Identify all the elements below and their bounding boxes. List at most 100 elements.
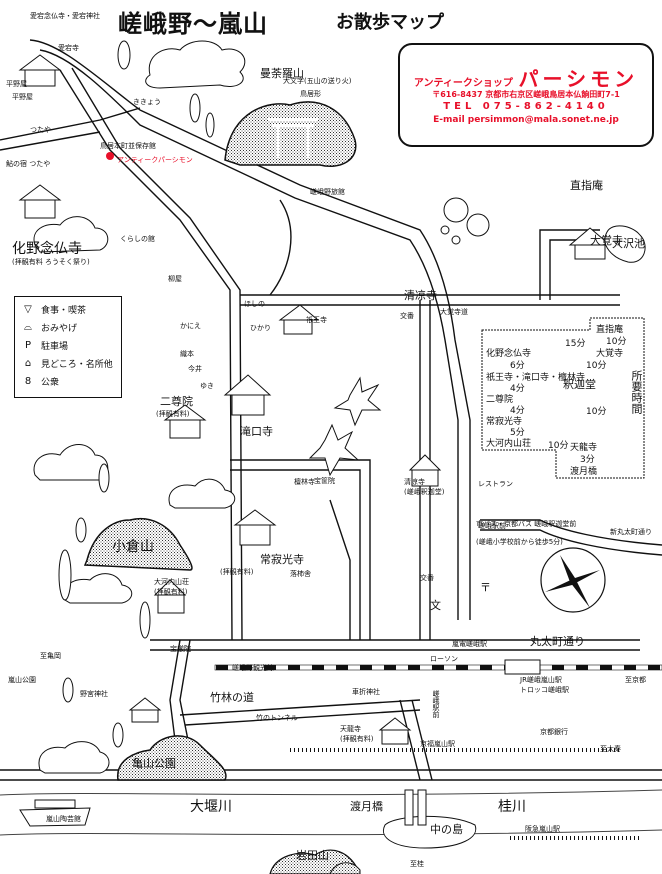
- legend-label: おみやげ: [41, 324, 78, 334]
- shop-tel[interactable]: TEL 075-862-4140: [443, 101, 609, 112]
- place-to-kyoto: 至京都: [625, 676, 646, 684]
- place-hiraya-2[interactable]: 平野屋: [12, 93, 33, 101]
- place-atago[interactable]: 愛宕念仏寺・愛宕神社: [30, 12, 100, 20]
- place-danrinji[interactable]: 檀林寺: [294, 478, 315, 486]
- place-jojakkoji[interactable]: 常寂光寺: [260, 553, 304, 566]
- place-saga-station[interactable]: 嵐電嵯峨駅: [452, 640, 487, 648]
- place-route-sign: 嵯峨駅前: [478, 522, 506, 530]
- arashiyama-mountain: [329, 862, 361, 874]
- route-stop-chokushian: 直指庵: [596, 325, 624, 335]
- place-lawson[interactable]: ローソン: [430, 655, 458, 663]
- shop-info-box: アンティークショップ パーシモン 〒616-8437 京都市右京区嵯峨鳥居本仏餉…: [398, 43, 654, 147]
- place-okochi-sub: (拝観有料): [154, 588, 188, 596]
- place-to-hozukyo: 至亀岡: [40, 652, 61, 660]
- map-subtitle: お散歩マップ: [336, 12, 444, 33]
- place-shop-row[interactable]: 織本: [180, 350, 194, 358]
- place-bus-stop-sub: (嵯峨小学校前から徒歩5分): [476, 538, 563, 546]
- place-takiguchi[interactable]: 滝口寺: [240, 425, 273, 438]
- place-chikurin-tunnel: 竹のトンネル: [256, 714, 298, 722]
- clouds: [33, 40, 246, 774]
- place-jojakkoji-sub: (拝観有料): [220, 568, 254, 576]
- legend-label: 見どころ・名所他: [41, 360, 113, 370]
- place-nenbutsu[interactable]: 化野念仏寺: [12, 241, 82, 257]
- place-daikakuji-michi: 大覚寺道: [440, 308, 468, 316]
- kameyama-mountain: [117, 735, 227, 781]
- shop-email[interactable]: E-mail persimmon@mala.sonet.ne.jp: [433, 115, 619, 125]
- place-keifuku-station[interactable]: 京福嵐山駅: [420, 740, 455, 748]
- shop-map-label[interactable]: アンティークパーシモン: [117, 156, 193, 164]
- place-parking-p[interactable]: ひかり: [250, 324, 271, 332]
- route-stop-okochi: 大河内山荘: [486, 439, 532, 449]
- place-nisonin[interactable]: 二尊院: [160, 395, 193, 408]
- place-to-katsura: 至桂: [410, 860, 424, 868]
- place-mandara[interactable]: 曼荼羅山: [260, 67, 304, 80]
- place-chikurin[interactable]: 竹林の道: [210, 691, 254, 704]
- legend-label: 食事・喫茶: [41, 306, 87, 316]
- place-otagi[interactable]: 愛宕寺: [58, 44, 79, 52]
- place-tsutaya[interactable]: つたや: [30, 126, 51, 134]
- place-osawa[interactable]: 大沢池: [612, 237, 645, 250]
- place-shop-row[interactable]: 今井: [188, 365, 202, 373]
- place-rakushisha[interactable]: 落柿舎: [290, 570, 311, 578]
- river: [0, 789, 662, 836]
- place-nonomiya[interactable]: 野宮神社: [80, 690, 108, 698]
- place-ogurayama[interactable]: 小倉山: [112, 539, 154, 555]
- legend-label: 駐車場: [41, 342, 69, 352]
- place-hokyoin[interactable]: 宝筐院: [314, 477, 335, 485]
- place-daikakuji[interactable]: 大覚寺: [590, 234, 623, 247]
- place-bus-stop[interactable]: 市バス・京都バス 嵯峨釈迦堂前: [476, 520, 577, 528]
- place-kurashi[interactable]: くらしの館: [120, 235, 155, 243]
- place-hokyo[interactable]: 宝厳院: [170, 645, 191, 653]
- place-to-uzumasa: 至太秦: [600, 745, 621, 753]
- place-toriimoto-kan-2[interactable]: 嵯峨野旅館: [310, 188, 345, 196]
- place-police: 交番: [400, 312, 414, 320]
- shop-location-marker[interactable]: [106, 152, 114, 160]
- place-seiryoji[interactable]: 清凉寺: [404, 289, 437, 302]
- place-kurumazaki[interactable]: 車折神社: [352, 688, 380, 696]
- ogurayama-mountain: [83, 518, 193, 571]
- shop-prefix: アンティークショップ: [413, 78, 513, 89]
- place-hatsuyuki[interactable]: ほしの: [244, 300, 265, 308]
- place-nenbutsu-sub: (拝観有料 ろうそく祭り): [12, 258, 90, 266]
- place-trolley-station[interactable]: トロッコ嵯峨駅: [520, 686, 569, 694]
- place-kimi[interactable]: ききょう: [133, 98, 161, 106]
- legend-item: P 駐車場: [21, 339, 68, 352]
- place-restaurant[interactable]: レストラン: [478, 480, 513, 488]
- place-shop-row[interactable]: ゆき: [200, 382, 214, 390]
- sagano-station-box: [504, 659, 541, 675]
- place-hiraya[interactable]: 平野屋: [6, 80, 27, 88]
- shop-address: 〒616-8437 京都市右京区嵯峨鳥居本仏餉田町7-1: [432, 90, 620, 99]
- maple-leaves: [308, 376, 382, 477]
- place-gion[interactable]: 祇王寺: [306, 316, 327, 324]
- place-kameyama[interactable]: 亀山公園: [132, 757, 176, 770]
- place-okochi[interactable]: 大河内山荘: [154, 578, 189, 586]
- place-togetsukyo[interactable]: 渡月橋: [350, 800, 383, 813]
- cherry-blossom: [440, 197, 490, 245]
- togetsukyo-bridge: [404, 789, 414, 826]
- legend-item: 8 公衆: [21, 375, 59, 388]
- place-shop-row[interactable]: かにえ: [180, 322, 201, 330]
- place-kyoto-bank[interactable]: 京都銀行: [540, 728, 568, 736]
- legend-item: ▽ 食事・喫茶: [21, 303, 86, 316]
- place-seiryoji-main[interactable]: 清凉寺: [404, 478, 425, 486]
- place-toriimoto-kan[interactable]: 鳥居本町並保存館: [100, 142, 156, 150]
- shop-heading: アンティークショップ パーシモン: [400, 63, 652, 92]
- place-hankyu-station[interactable]: 阪急嵐山駅: [525, 825, 560, 833]
- sightseeing-icon: ⌂: [24, 358, 32, 369]
- place-nisonin-sub: (拝観有料): [156, 410, 190, 418]
- place-yanagi[interactable]: 柳屋: [168, 275, 182, 283]
- place-nakanoshima[interactable]: 中の島: [430, 823, 463, 836]
- place-seiryoji-sub: (嵯峨釈迦堂): [404, 488, 445, 496]
- toilet-icon: 8: [24, 376, 32, 387]
- place-shin-marutamachi: 新丸太町通り: [610, 528, 652, 536]
- route-stop-jojakkoji: 常寂光寺: [486, 417, 523, 427]
- place-ayu[interactable]: 鮎の宿 つたや: [6, 160, 51, 168]
- route-time: 10分: [606, 337, 627, 347]
- place-katsura-river: 桂川: [498, 799, 526, 815]
- school-symbol: 文: [430, 599, 441, 612]
- route-stop-giouji: 祇王寺・滝口寺・檀林寺: [486, 373, 586, 383]
- place-iwatayama[interactable]: 岩田山: [296, 849, 329, 862]
- place-chokushian[interactable]: 直指庵: [570, 179, 603, 192]
- place-tenryuji[interactable]: 天龍寺: [340, 725, 361, 733]
- place-jr-station[interactable]: JR嵯峨嵐山駅: [520, 676, 562, 684]
